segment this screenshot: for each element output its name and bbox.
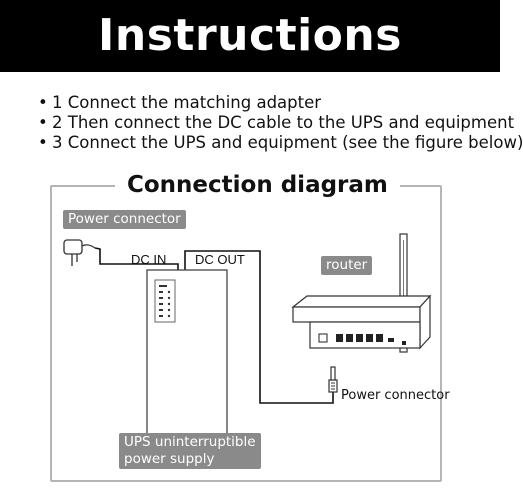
router-tag: router bbox=[321, 256, 373, 275]
instruction-list: •1 Connect the matching adapter •2 Then … bbox=[38, 93, 523, 153]
router-device bbox=[291, 233, 432, 353]
instruction-text: 3 Connect the UPS and equipment (see the… bbox=[52, 133, 523, 152]
power-connector-tag: Power connector bbox=[63, 210, 186, 229]
dc-in-cable bbox=[94, 247, 179, 270]
connection-diagram: DC IN DC OUT bbox=[63, 233, 432, 461]
dc-out-cable bbox=[184, 250, 334, 404]
ups-device bbox=[146, 269, 228, 461]
instruction-text: 2 Then connect the DC cable to the UPS a… bbox=[52, 113, 515, 132]
led-indicator-icon bbox=[159, 285, 171, 318]
header-bar: Instructions bbox=[0, 0, 500, 72]
ups-tag-line1: UPS uninterruptible bbox=[124, 434, 256, 450]
instruction-step: •2 Then connect the DC cable to the UPS … bbox=[38, 113, 523, 133]
router-ports-icon bbox=[336, 334, 406, 345]
dc-in-label: DC IN bbox=[131, 252, 166, 267]
instruction-step: •3 Connect the UPS and equipment (see th… bbox=[38, 133, 523, 153]
bullet-icon: • bbox=[38, 133, 48, 152]
bullet-icon: • bbox=[38, 113, 48, 132]
dc-out-label: DC OUT bbox=[195, 252, 245, 267]
power-adapter-icon bbox=[63, 239, 96, 266]
bullet-icon: • bbox=[38, 93, 48, 112]
ups-tag-line2: power supply bbox=[124, 451, 215, 467]
page-title: Instructions bbox=[98, 10, 402, 61]
instruction-step: •1 Connect the matching adapter bbox=[38, 93, 523, 113]
dc-plug-icon bbox=[328, 366, 338, 393]
diagram-title: Connection diagram bbox=[115, 170, 400, 200]
instruction-text: 1 Connect the matching adapter bbox=[52, 93, 322, 112]
power-connector-label: Power connector bbox=[341, 388, 450, 403]
ups-tag: UPS uninterruptible power supply bbox=[119, 433, 261, 469]
